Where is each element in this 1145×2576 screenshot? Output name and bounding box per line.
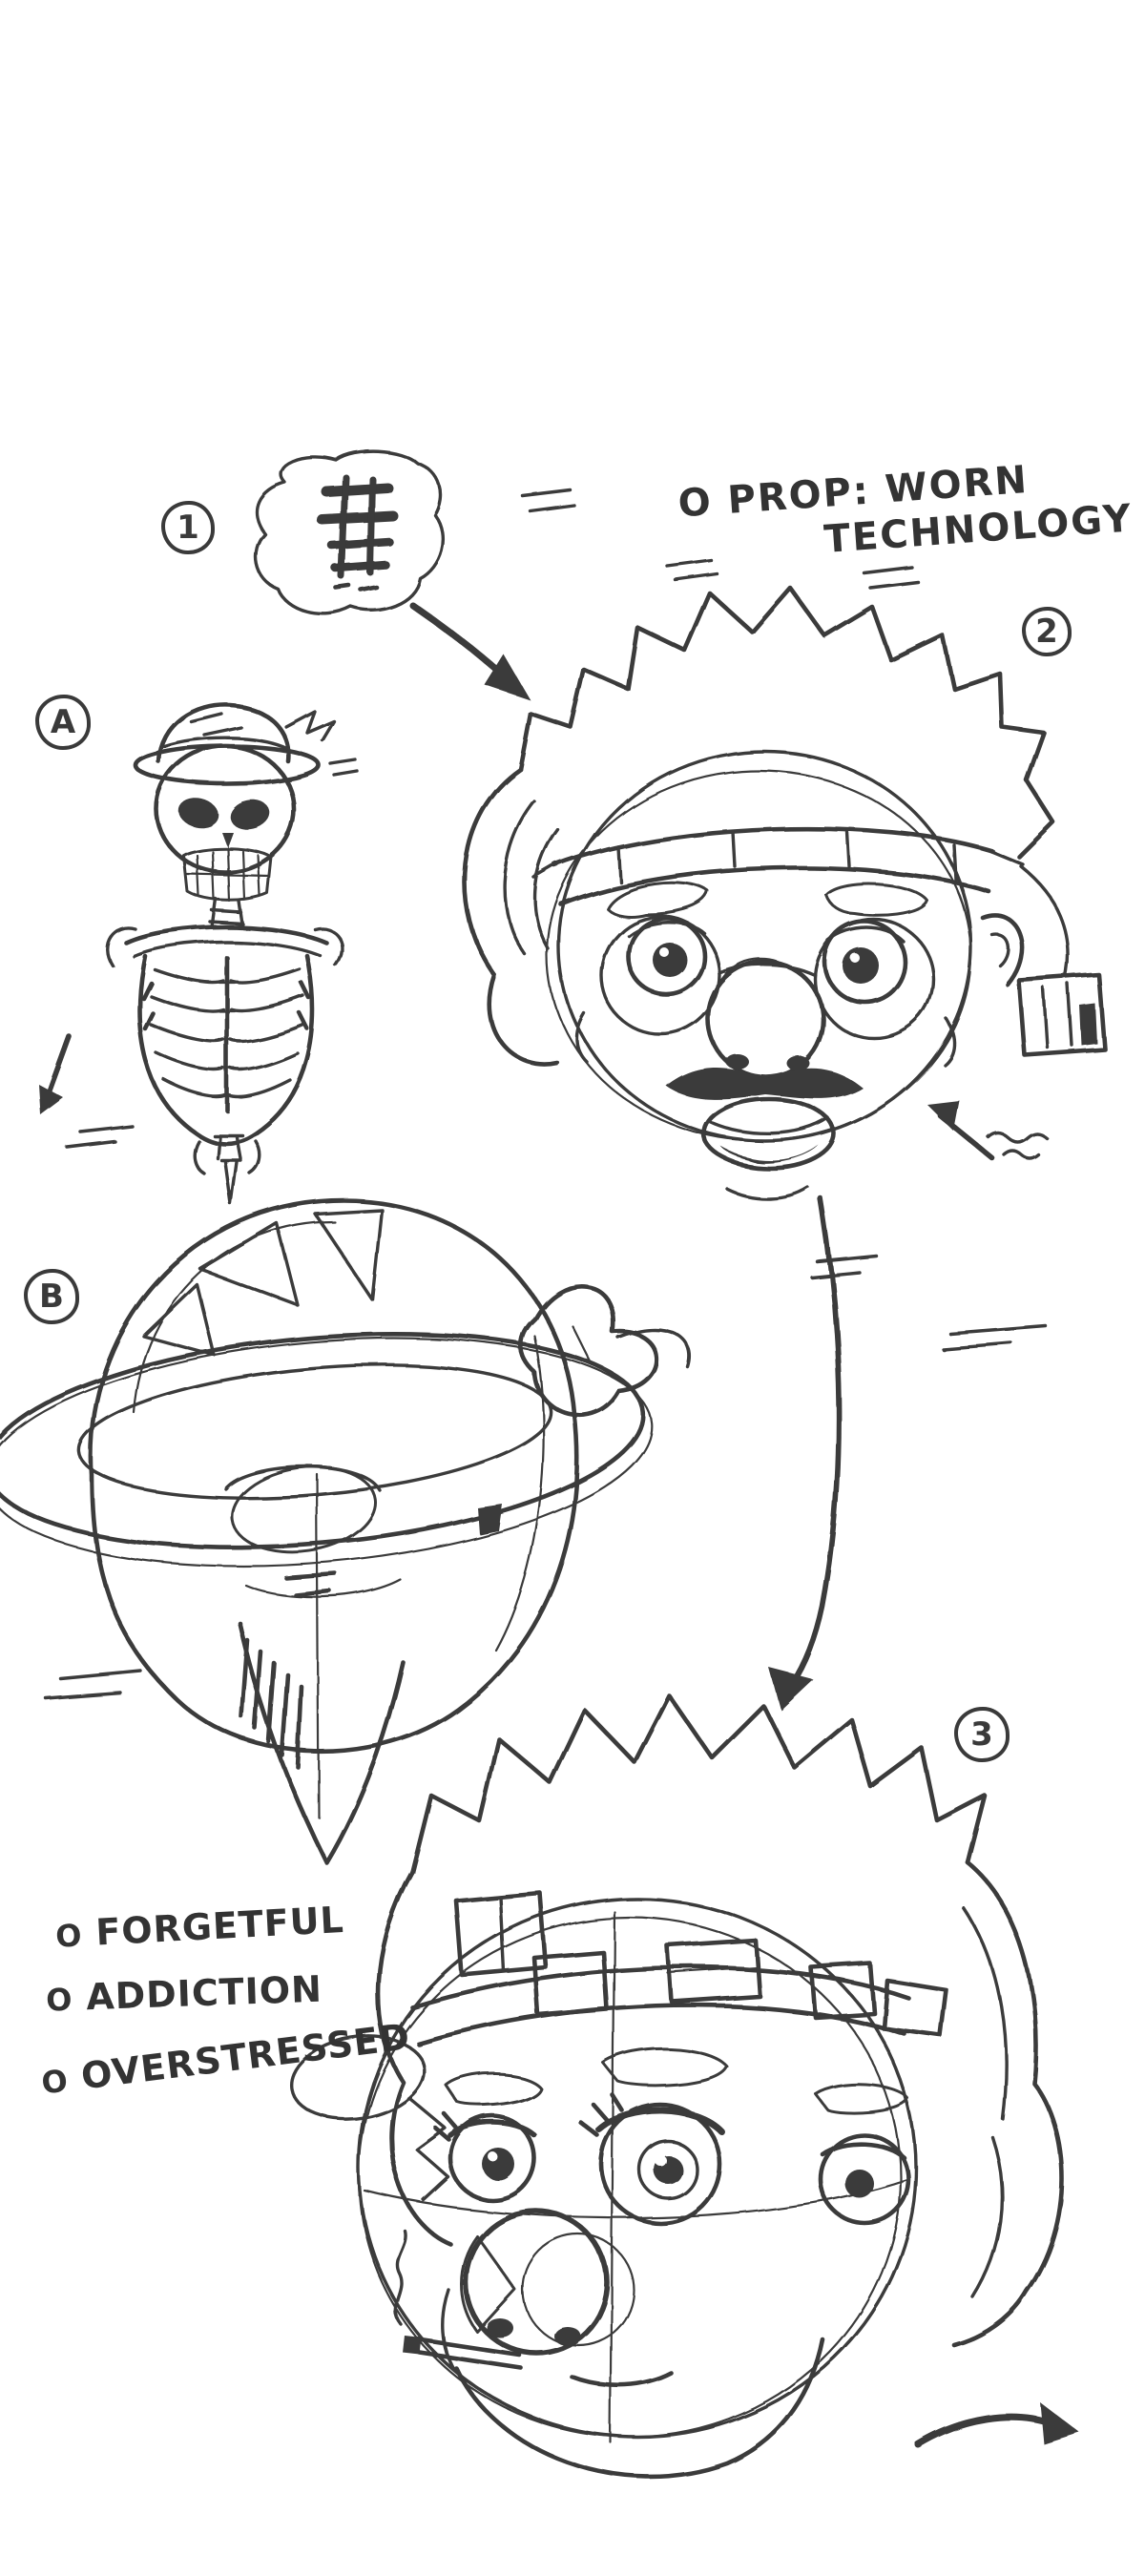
motion-dashes	[44, 488, 1048, 1700]
trait-bullet: O	[45, 1981, 74, 2019]
worn-tech-head-sketch	[462, 585, 1108, 1200]
callout-variant-b: B	[24, 1269, 79, 1324]
callout-step-1: 1	[161, 501, 215, 554]
trait-bullet: O	[39, 2062, 72, 2102]
arrow-bottom-right	[914, 2402, 1080, 2448]
trait-label: FORGETFUL	[94, 1898, 345, 1954]
trait-label: ADDICTION	[85, 1967, 323, 2019]
callout-variant-a: A	[35, 695, 91, 750]
prop-bullet: O	[677, 480, 715, 527]
final-face-sketch	[357, 1693, 1065, 2480]
callout-step-2: 2	[1022, 607, 1072, 656]
emphasis-circle	[289, 2035, 427, 2121]
callout-step-3: 3	[954, 1707, 1010, 1762]
trait-label: OVERSTRESSED	[78, 2015, 413, 2098]
arrow-head-to-face	[769, 1195, 842, 1710]
arrow-thumbnail-to-head	[408, 601, 531, 700]
skeleton-figure-sketch	[38, 701, 344, 1206]
trait-addiction: O ADDICTION	[45, 1964, 411, 2019]
trait-bullet: O	[54, 1917, 84, 1955]
trait-forgetful: O FORGETFUL	[54, 1895, 412, 1955]
thumbnail-scribble-sketch	[254, 449, 445, 616]
helmet-head-sketch	[0, 1197, 693, 1865]
